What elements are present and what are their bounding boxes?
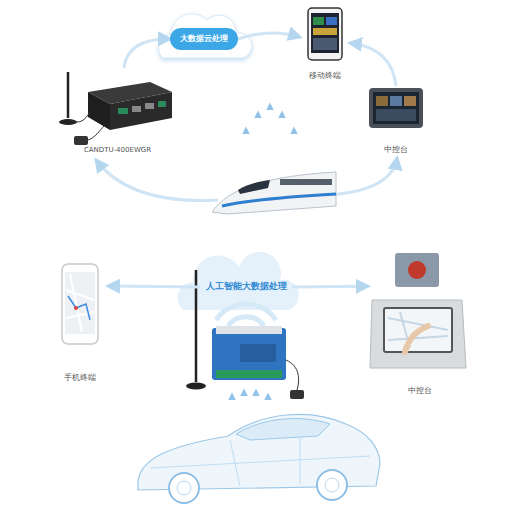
device-node: CANDTU-400EWGR [55,68,180,154]
cloud-label: 人工智能大数据处理 [200,276,292,298]
train-illustration [212,172,336,214]
tablet-icon [308,8,342,60]
phone-icon [62,264,98,344]
signal-waves [216,304,276,326]
flow-arrow [108,286,200,287]
flow-arrow [124,39,170,68]
car-wireframe [138,414,380,503]
node-label: 手机终端 [64,373,96,382]
flow-arrow [350,43,396,86]
node-label: 移动终端 [309,71,341,80]
node-label: 中控台 [408,386,432,395]
flow-arrow [238,33,300,39]
flow-arc [96,160,218,201]
cloud-badge: 大数据云处理 [170,28,238,50]
node-label: 大数据云处理 [180,34,228,43]
gateway-device [186,270,304,399]
node-label: 人工智能大数据处理 [206,282,287,292]
phone-node: 手机终端 [52,262,108,382]
console-node: 中控台 [365,86,427,154]
gateway-device [59,72,172,145]
node-label: CANDTU-400EWGR [84,146,151,154]
flow-arc [330,158,397,195]
upload-arrows [232,390,268,416]
upload-arrows [246,104,294,168]
tablet-node: 移动终端 [300,6,350,80]
cloud-shape [159,14,252,58]
console-screen [369,88,423,128]
console-node: 中控台 [368,250,472,395]
car-console [370,253,466,368]
node-label: 中控台 [384,145,408,154]
flow-arrow [292,285,368,289]
